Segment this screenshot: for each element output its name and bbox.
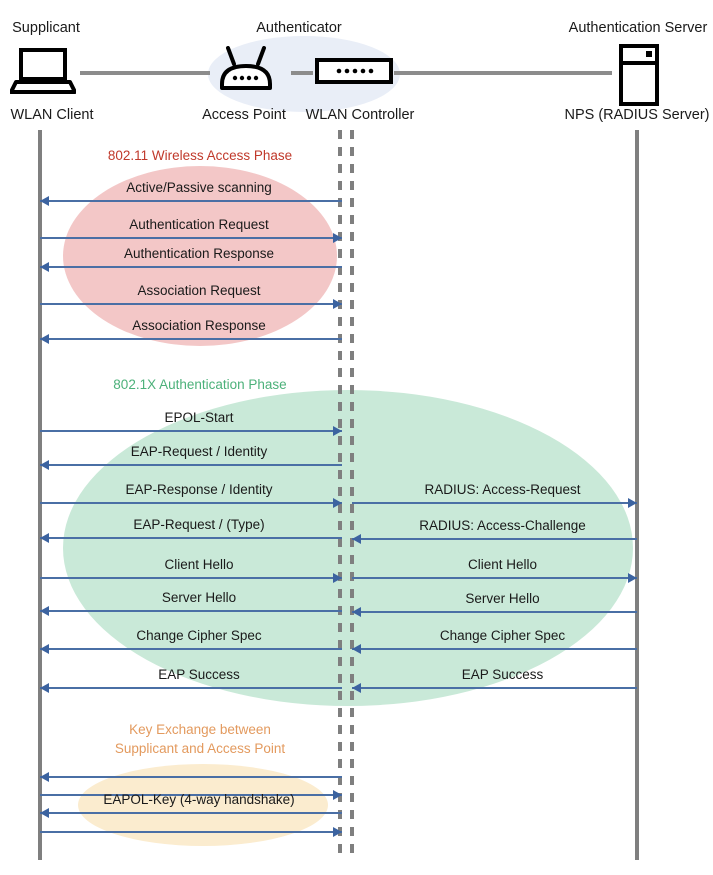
- arrow-head-left: [40, 196, 49, 206]
- arrow-head-left: [352, 683, 361, 693]
- arrow-head-left: [352, 644, 361, 654]
- message-label: Authentication Request: [129, 217, 269, 232]
- arrow-line: [40, 237, 342, 239]
- message-label: RADIUS: Access-Request: [424, 482, 581, 497]
- message-label: Association Request: [137, 283, 261, 298]
- arrow-line: [40, 338, 342, 340]
- arrow-line: [352, 577, 637, 579]
- message-label: Client Hello: [467, 557, 538, 572]
- arrow-head-right: [628, 498, 637, 508]
- actor-label-wlan-controller: WLAN Controller: [305, 107, 415, 123]
- message-label: Association Response: [132, 318, 266, 333]
- arrow-head-right: [333, 573, 342, 583]
- message-label: Server Hello: [161, 590, 237, 605]
- arrow-line: [40, 200, 342, 202]
- arrow-head-left: [352, 534, 361, 544]
- message-label: EAP-Request / (Type): [133, 517, 265, 532]
- lifeline-authentication-server: [635, 130, 639, 860]
- actor-label-access-point: Access Point: [202, 107, 286, 123]
- arrow-line: [40, 794, 342, 796]
- wire-client-to-ap: [80, 71, 210, 75]
- arrow-line: [352, 502, 637, 504]
- lifeline-supplicant: [38, 130, 42, 860]
- phase-ellipse-802-11: [63, 166, 337, 346]
- arrow-line: [40, 502, 342, 504]
- arrow-line: [40, 266, 342, 268]
- message-label: Authentication Response: [123, 246, 275, 261]
- message-label: Server Hello: [465, 591, 540, 606]
- phase-caption-802-11: 802.11 Wireless Access Phase: [107, 148, 293, 163]
- arrow-line: [40, 430, 342, 432]
- arrow-line: [40, 831, 342, 833]
- message-label: EAP Success: [158, 667, 240, 682]
- arrow-line: [40, 776, 342, 778]
- actor-label-nps-radius-server: NPS (RADIUS Server): [564, 107, 710, 123]
- message-label: Change Cipher Spec: [439, 628, 566, 643]
- arrow-line: [40, 610, 342, 612]
- arrow-line: [352, 611, 637, 613]
- wire-ap-to-controller: [291, 71, 313, 75]
- arrow-head-left: [40, 334, 49, 344]
- arrow-line: [40, 577, 342, 579]
- arrow-head-left: [40, 262, 49, 272]
- arrow-head-left: [40, 808, 49, 818]
- arrow-head-left: [40, 460, 49, 470]
- wireless-access-point-icon: [216, 46, 276, 99]
- message-label: EPOL-Start: [164, 410, 234, 425]
- actor-label-wlan-client: WLAN Client: [10, 107, 94, 123]
- arrow-line: [352, 538, 637, 540]
- message-label: EAPOL-Key (4-way handshake): [103, 792, 295, 807]
- arrow-head-left: [40, 683, 49, 693]
- arrow-line: [40, 464, 342, 466]
- arrow-head-left: [40, 644, 49, 654]
- phase-caption-key-exchange: Key Exchange between Supplicant and Acce…: [114, 722, 286, 756]
- arrow-line: [40, 648, 342, 650]
- arrow-head-right: [333, 233, 342, 243]
- actor-role-authentication-server: Authentication Server: [568, 20, 708, 36]
- arrow-head-left: [352, 607, 361, 617]
- message-label: Active/Passive scanning: [126, 180, 272, 195]
- phase-caption-802-1x: 802.1X Authentication Phase: [113, 377, 287, 392]
- arrow-line: [40, 687, 342, 689]
- arrow-line: [352, 687, 637, 689]
- arrow-head-left: [40, 533, 49, 543]
- actor-role-supplicant: Supplicant: [12, 20, 80, 36]
- message-label: RADIUS: Access-Challenge: [419, 518, 586, 533]
- arrow-line: [40, 303, 342, 305]
- lifeline-wlan-controller: [350, 130, 354, 860]
- arrow-line: [40, 537, 342, 539]
- arrow-head-left: [40, 606, 49, 616]
- arrow-line: [352, 648, 637, 650]
- server-rack-icon: [618, 44, 660, 111]
- arrow-head-left: [40, 772, 49, 782]
- arrow-head-right: [333, 426, 342, 436]
- laptop-icon: [9, 48, 77, 99]
- actor-role-authenticator: Authenticator: [256, 20, 342, 36]
- phase-ellipse-802-1x: [63, 390, 633, 706]
- message-label: EAP-Response / Identity: [125, 482, 273, 497]
- arrow-head-right: [333, 498, 342, 508]
- wire-controller-to-nps: [394, 71, 612, 75]
- arrow-head-right: [628, 573, 637, 583]
- arrow-head-right: [333, 299, 342, 309]
- message-label: EAP Success: [461, 667, 544, 682]
- message-label: Client Hello: [164, 557, 234, 572]
- message-label: EAP-Request / Identity: [130, 444, 268, 459]
- lifeline-access-point: [338, 130, 342, 860]
- network-switch-icon: [315, 58, 393, 89]
- arrow-head-right: [333, 827, 342, 837]
- message-label: Change Cipher Spec: [136, 628, 262, 643]
- arrow-head-right: [333, 790, 342, 800]
- arrow-line: [40, 812, 342, 814]
